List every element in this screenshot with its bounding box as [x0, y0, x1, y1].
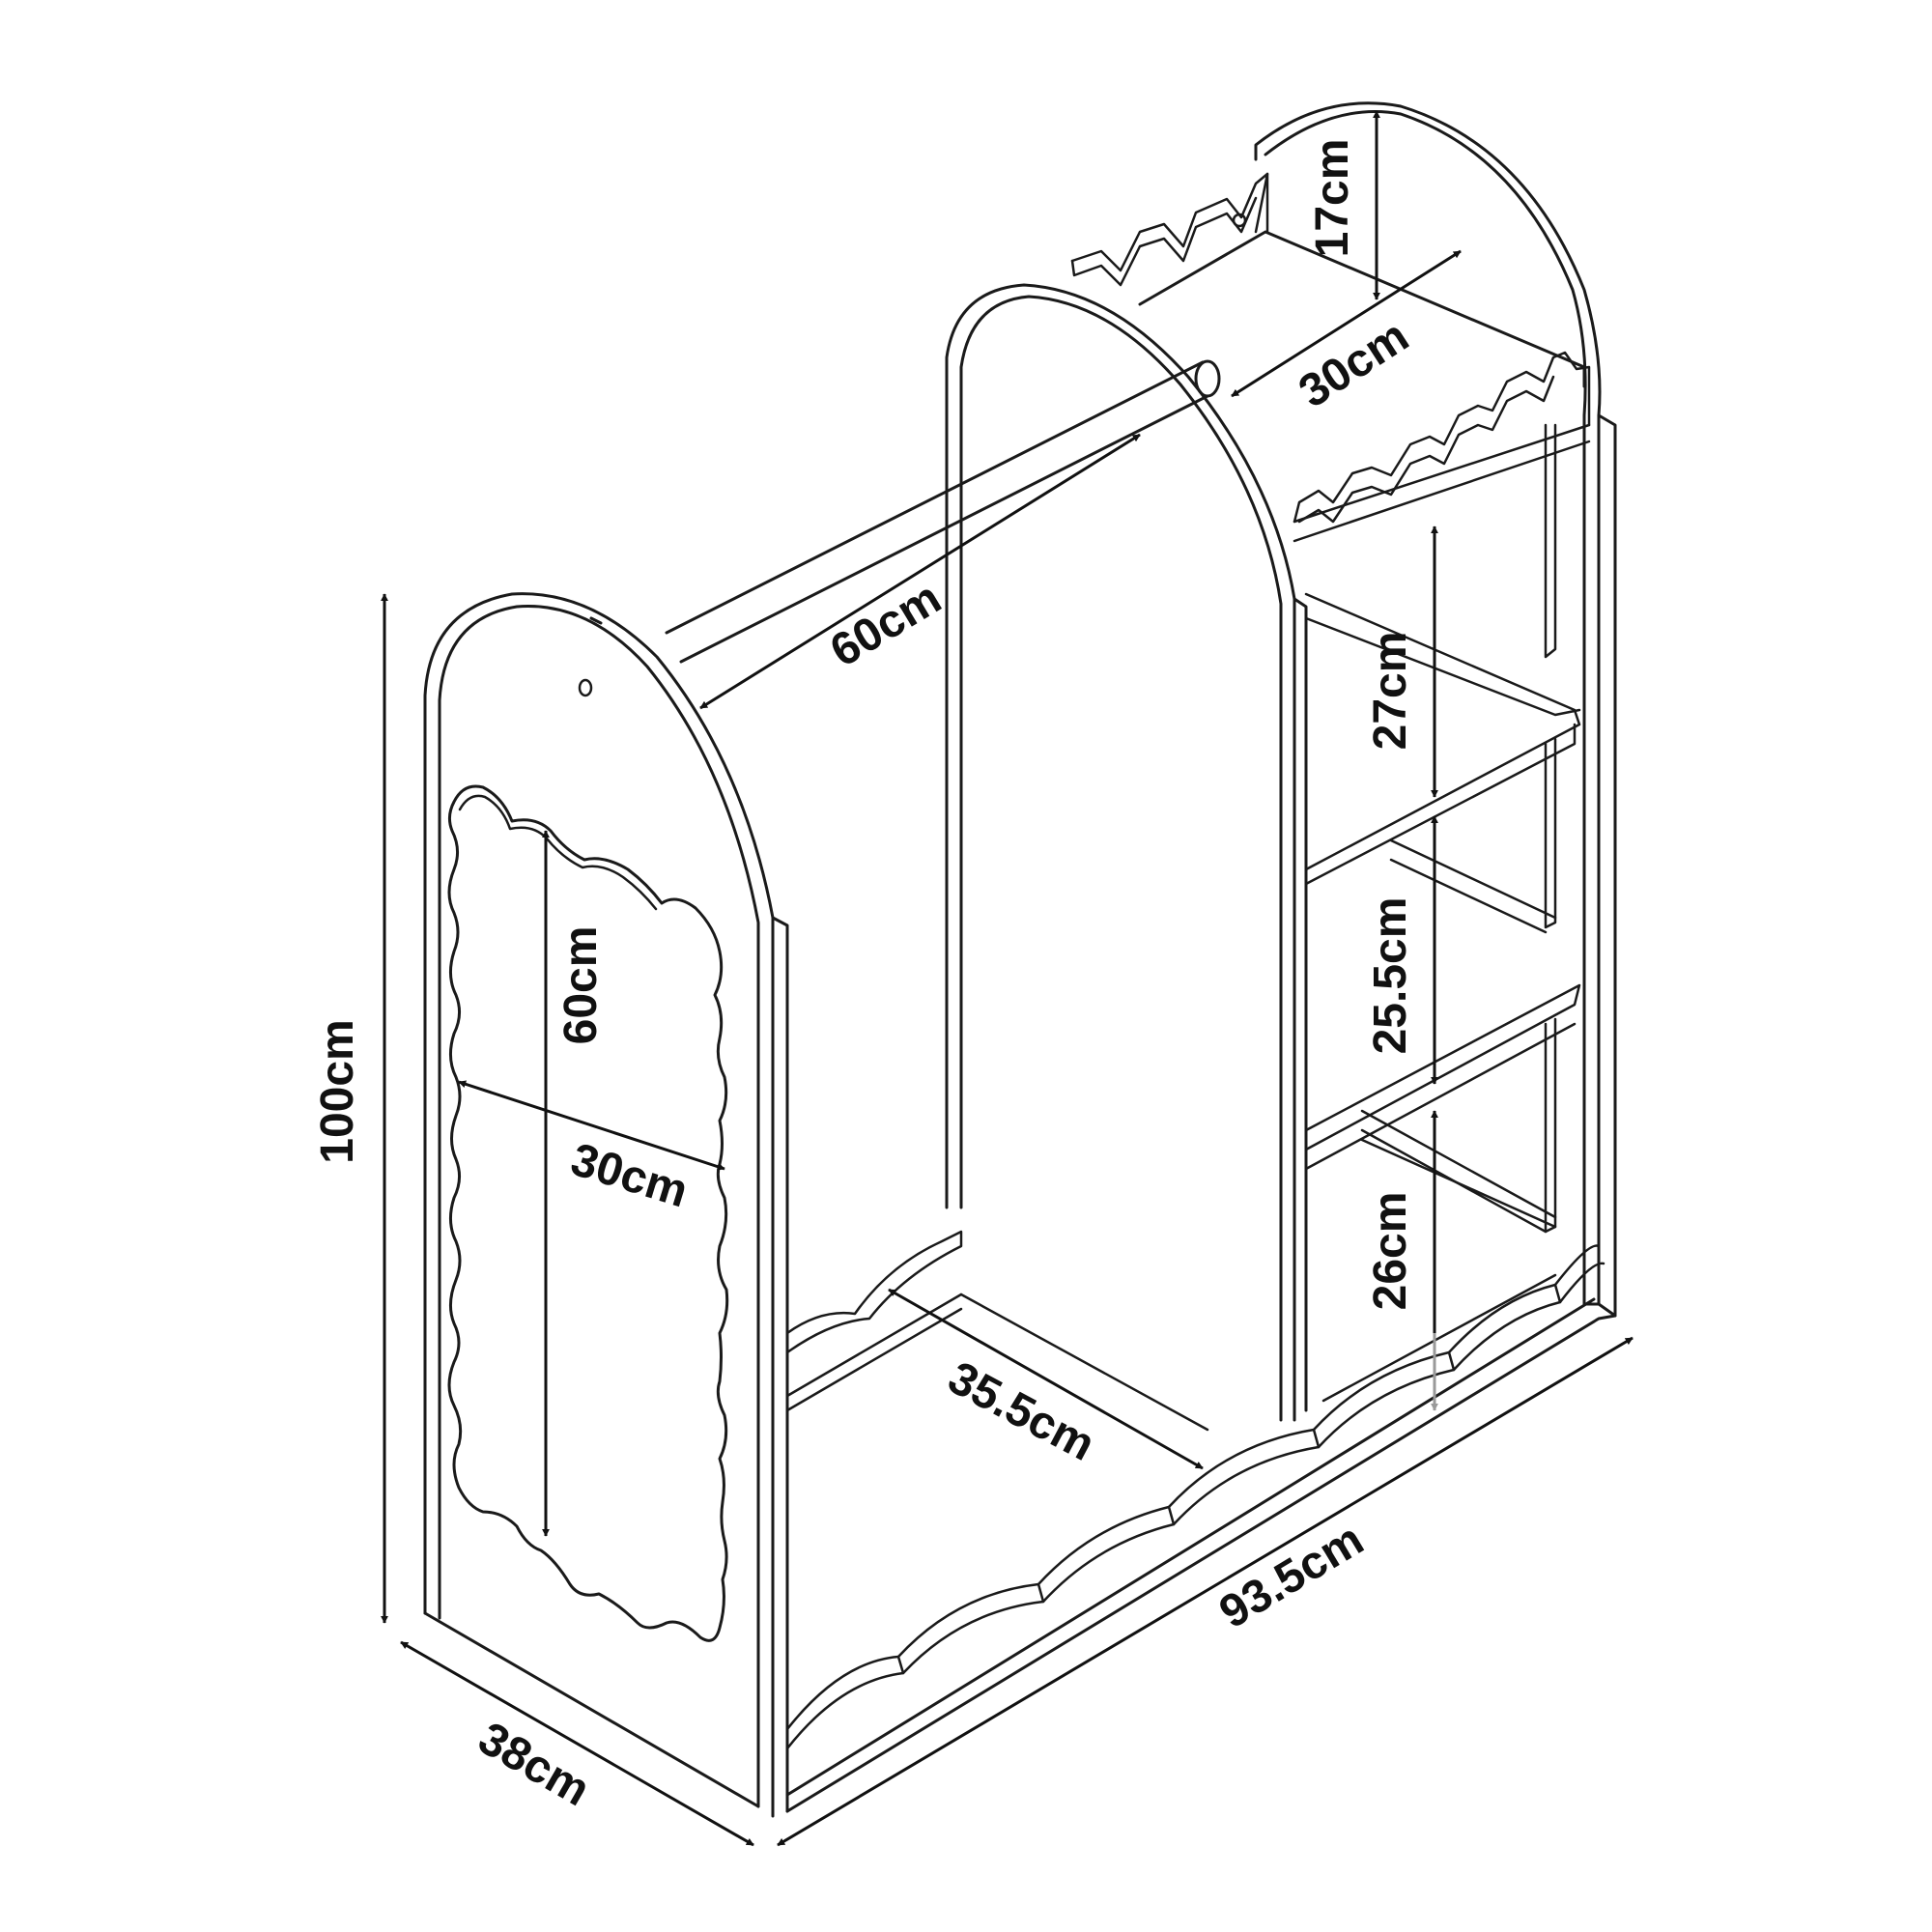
dim-arrow-rail	[699, 433, 1141, 710]
label-shelf-3: 26cm	[1365, 1192, 1416, 1311]
label-depth: 38cm	[469, 1713, 598, 1816]
wavy-mirror	[447, 784, 729, 1642]
top-tray	[1070, 172, 1591, 543]
label-mirror-width: 30cm	[565, 1134, 694, 1218]
label-mirror-height: 60cm	[555, 926, 607, 1045]
label-total-height: 100cm	[312, 1019, 363, 1163]
shelves	[1304, 423, 1581, 1403]
label-top-height: 17cm	[1307, 139, 1358, 258]
back-right-panel	[1254, 101, 1617, 1318]
dimension-arrows	[381, 110, 1634, 1847]
label-rail-length: 60cm	[822, 572, 951, 677]
label-top-depth: 30cm	[1291, 310, 1418, 417]
label-shelf-1: 27cm	[1365, 632, 1416, 751]
dim-arrow-depth	[400, 1640, 754, 1847]
label-width: 93.5cm	[1211, 1514, 1373, 1638]
label-shelf-2: 25.5cm	[1365, 897, 1416, 1055]
center-panel	[945, 283, 1308, 1422]
left-front-panel	[423, 592, 789, 1818]
dim-arrow-top-depth	[1231, 249, 1462, 398]
dim-arrow-width	[777, 1336, 1634, 1847]
dim-arrow-mirror-width	[458, 1080, 725, 1171]
label-bottom-width: 35.5cm	[940, 1352, 1103, 1471]
dim-arrow-bottom-width	[888, 1288, 1204, 1470]
bottom-base	[785, 1230, 1617, 1813]
